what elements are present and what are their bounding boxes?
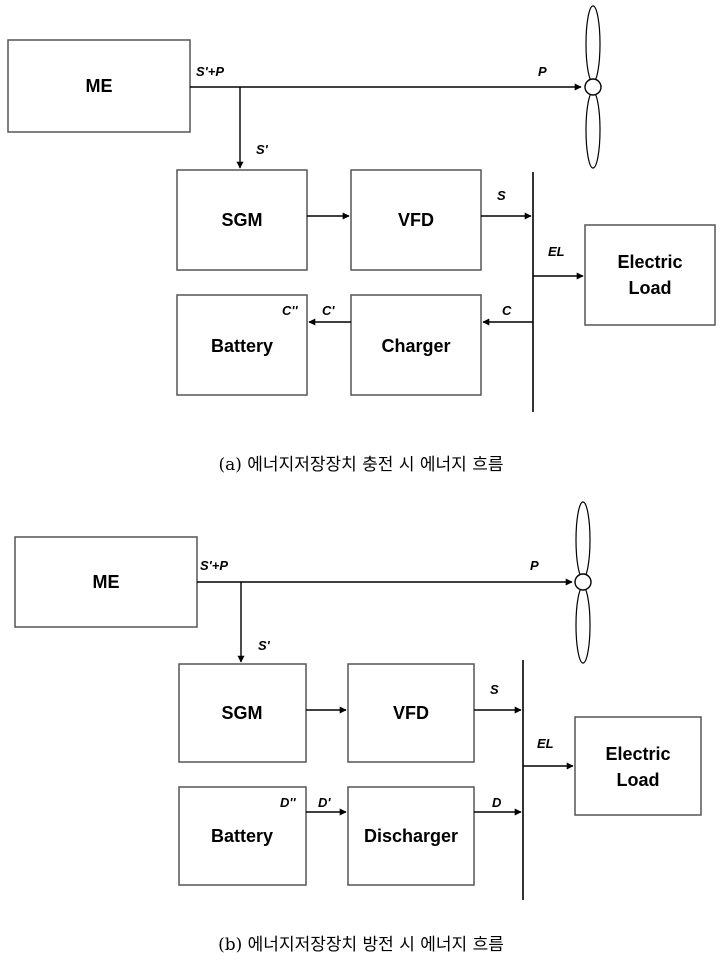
flow-el-b: EL [537,736,554,751]
sgm-block-a [176,169,308,271]
flow-prop-b: P [530,558,539,573]
flow-discharger-in-b: D' [318,795,331,810]
charger-block-a [350,294,482,396]
flow-discharge-b: D [492,795,502,810]
sgm-label-b: SGM [221,703,262,723]
flow-charger-out-a: C' [322,303,335,318]
discharger-block-b [347,786,475,886]
vfd-label-a: VFD [398,210,434,230]
flow-me-out-b: S'+P [200,558,228,573]
load-block-a [584,224,716,326]
diagram-b: ME S'+P P S' SGM VFD S EL Electric Load … [14,501,702,955]
battery-label-a: Battery [211,336,273,356]
flow-charge-a: C [502,303,512,318]
caption-a: (a) 에너지저장장치 충전 시 에너지 흐름 [218,455,503,475]
propeller-icon-b [574,501,592,664]
flow-battery-out-b: D'' [280,795,296,810]
battery-label-b: Battery [211,826,273,846]
flow-vfd-out-b: S [490,682,499,697]
flow-battery-in-a: C'' [282,303,298,318]
flow-sgm-in-a: S' [256,142,269,157]
load-label-line1-b: Electric [605,744,670,764]
sgm-label-a: SGM [221,210,262,230]
me-label-a: ME [86,76,113,96]
vfd-block-b [347,663,475,763]
flow-vfd-out-a: S [497,188,506,203]
propeller-icon-a [584,5,602,169]
flow-prop-a: P [538,64,547,79]
discharger-label-b: Discharger [364,826,458,846]
flow-me-out-a: S'+P [196,64,224,79]
load-label-line2-a: Load [629,278,672,298]
load-block-b [574,716,702,816]
charger-label-a: Charger [381,336,450,356]
load-label-line2-b: Load [617,770,660,790]
diagram-a: ME S'+P P S' SGM VFD S EL Electric Load … [7,5,716,475]
vfd-block-a [350,169,482,271]
me-block-b [14,536,198,628]
battery-block-b [178,786,307,886]
load-label-line1-a: Electric [617,252,682,272]
sgm-block-b [178,663,307,763]
me-block-a [7,39,191,133]
me-label-b: ME [93,572,120,592]
caption-b: (b) 에너지저장장치 방전 시 에너지 흐름 [218,935,504,955]
battery-block-a [176,294,308,396]
flow-sgm-in-b: S' [258,638,271,653]
vfd-label-b: VFD [393,703,429,723]
flow-el-a: EL [548,244,565,259]
